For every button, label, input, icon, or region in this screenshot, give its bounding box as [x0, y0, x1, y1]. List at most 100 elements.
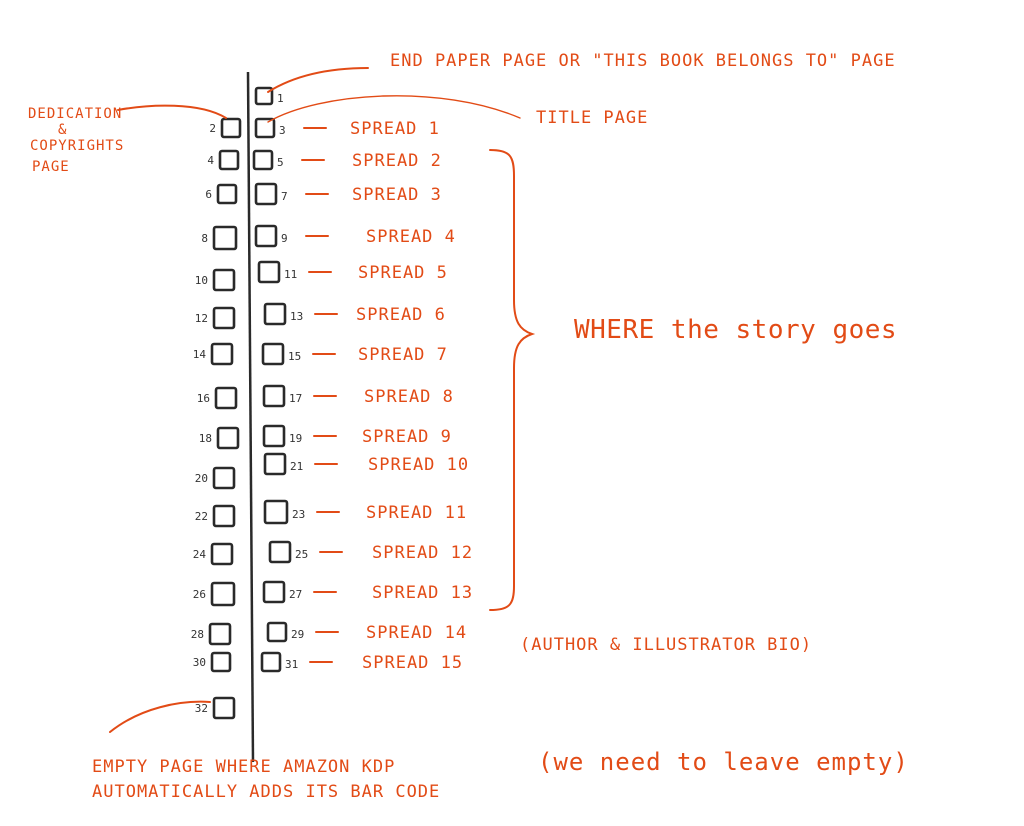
page-box-32 [212, 696, 236, 720]
page-number-30: 30 [193, 656, 206, 669]
story-brace [489, 149, 536, 611]
page-box-22 [212, 504, 236, 528]
spread-label-2: SPREAD 2 [352, 151, 442, 171]
spread-label-12: SPREAD 12 [372, 543, 473, 563]
page-number-22: 22 [195, 510, 208, 523]
page-number-27: 27 [289, 588, 302, 601]
spread-label-10: SPREAD 10 [368, 455, 469, 475]
page-box-14 [210, 342, 234, 366]
dedication-label-line3: COPYRIGHTS [30, 138, 124, 154]
spread-label-5: SPREAD 5 [358, 263, 448, 283]
page-number-32: 32 [195, 702, 208, 715]
spread-label-7: SPREAD 7 [358, 345, 448, 365]
page-box-24 [210, 542, 234, 566]
page-box-31 [260, 651, 282, 673]
page-box-28 [208, 622, 232, 646]
spread-label-15: SPREAD 15 [362, 653, 463, 673]
page-number-7: 7 [281, 190, 288, 203]
page-box-26 [210, 581, 236, 607]
page-number-1: 1 [277, 92, 284, 105]
page-number-19: 19 [289, 432, 302, 445]
page-number-15: 15 [288, 350, 301, 363]
page-number-8: 8 [201, 232, 208, 245]
page-number-4: 4 [207, 154, 214, 167]
page-box-15 [261, 342, 285, 366]
end-paper-pointer [267, 67, 369, 93]
page-box-7 [254, 182, 278, 206]
page-box-1 [254, 86, 274, 106]
page-box-10 [212, 268, 236, 292]
page-box-30 [210, 651, 232, 673]
page-box-19 [262, 424, 286, 448]
page-box-25 [268, 540, 292, 564]
page-box-9 [254, 224, 278, 248]
page-number-31: 31 [285, 658, 298, 671]
leave-empty-label: (we need to leave empty) [538, 748, 909, 776]
page-number-11: 11 [284, 268, 297, 281]
page-box-27 [262, 580, 286, 604]
page-number-5: 5 [277, 156, 284, 169]
spread-label-14: SPREAD 14 [366, 623, 467, 643]
dedication-label-line4: PAGE [32, 159, 70, 175]
page-box-8 [212, 225, 238, 251]
page-number-16: 16 [197, 392, 210, 405]
dedication-pointer [117, 104, 227, 119]
empty-page-label-line2: AUTOMATICALLY ADDS ITS BAR CODE [92, 782, 440, 802]
end-paper-label: END PAPER PAGE OR "THIS BOOK BELONGS TO"… [390, 51, 896, 71]
spread-labels: SPREAD 1 SPREAD 2 SPREAD 3 SPREAD 4 SPREAD 5… [301, 119, 473, 673]
page-box-17 [262, 384, 286, 408]
page-box-4 [218, 149, 240, 171]
page-number-2: 2 [209, 122, 216, 135]
spread-label-11: SPREAD 11 [366, 503, 467, 523]
page-box-6 [216, 183, 238, 205]
spread-label-6: SPREAD 6 [356, 305, 446, 325]
page-number-25: 25 [295, 548, 308, 561]
page-number-20: 20 [195, 472, 208, 485]
page-box-13 [263, 302, 287, 326]
page-number-29: 29 [291, 628, 304, 641]
empty-page-label-line1: EMPTY PAGE WHERE AMAZON KDP [92, 757, 395, 777]
page-box-23 [263, 499, 289, 525]
page-number-12: 12 [195, 312, 208, 325]
page-number-10: 10 [195, 274, 208, 287]
page-box-11 [257, 260, 281, 284]
page-box-2 [220, 117, 242, 139]
empty-page-pointer [109, 700, 211, 733]
page-box-3 [254, 117, 276, 139]
spread-label-8: SPREAD 8 [364, 387, 454, 407]
page-number-23: 23 [292, 508, 305, 521]
page-number-21: 21 [290, 460, 303, 473]
book-spine [246, 71, 255, 763]
spread-label-13: SPREAD 13 [372, 583, 473, 603]
page-box-18 [216, 426, 240, 450]
page-number-9: 9 [281, 232, 288, 245]
page-number-18: 18 [199, 432, 212, 445]
dedication-label-line1: DEDICATION [28, 106, 122, 122]
page-box-5 [252, 149, 274, 171]
page-number-24: 24 [193, 548, 207, 561]
page-box-20 [212, 466, 236, 490]
bio-label: (AUTHOR & ILLUSTRATOR BIO) [520, 635, 812, 655]
page-box-12 [212, 306, 236, 330]
story-label: WHERE the story goes [574, 315, 897, 345]
title-page-label: TITLE PAGE [536, 108, 648, 128]
page-number-17: 17 [289, 392, 302, 405]
page-box-16 [214, 386, 238, 410]
page-box-21 [263, 452, 287, 476]
spread-label-4: SPREAD 4 [366, 227, 456, 247]
spread-label-1: SPREAD 1 [350, 119, 440, 139]
page-number-6: 6 [205, 188, 212, 201]
page-number-28: 28 [191, 628, 204, 641]
spread-label-3: SPREAD 3 [352, 185, 442, 205]
page-number-13: 13 [290, 310, 303, 323]
page-number-3: 3 [279, 124, 286, 137]
title-page-pointer [267, 95, 521, 123]
spread-label-9: SPREAD 9 [362, 427, 452, 447]
page-number-26: 26 [193, 588, 206, 601]
page-number-14: 14 [193, 348, 207, 361]
page-box-29 [266, 621, 288, 643]
